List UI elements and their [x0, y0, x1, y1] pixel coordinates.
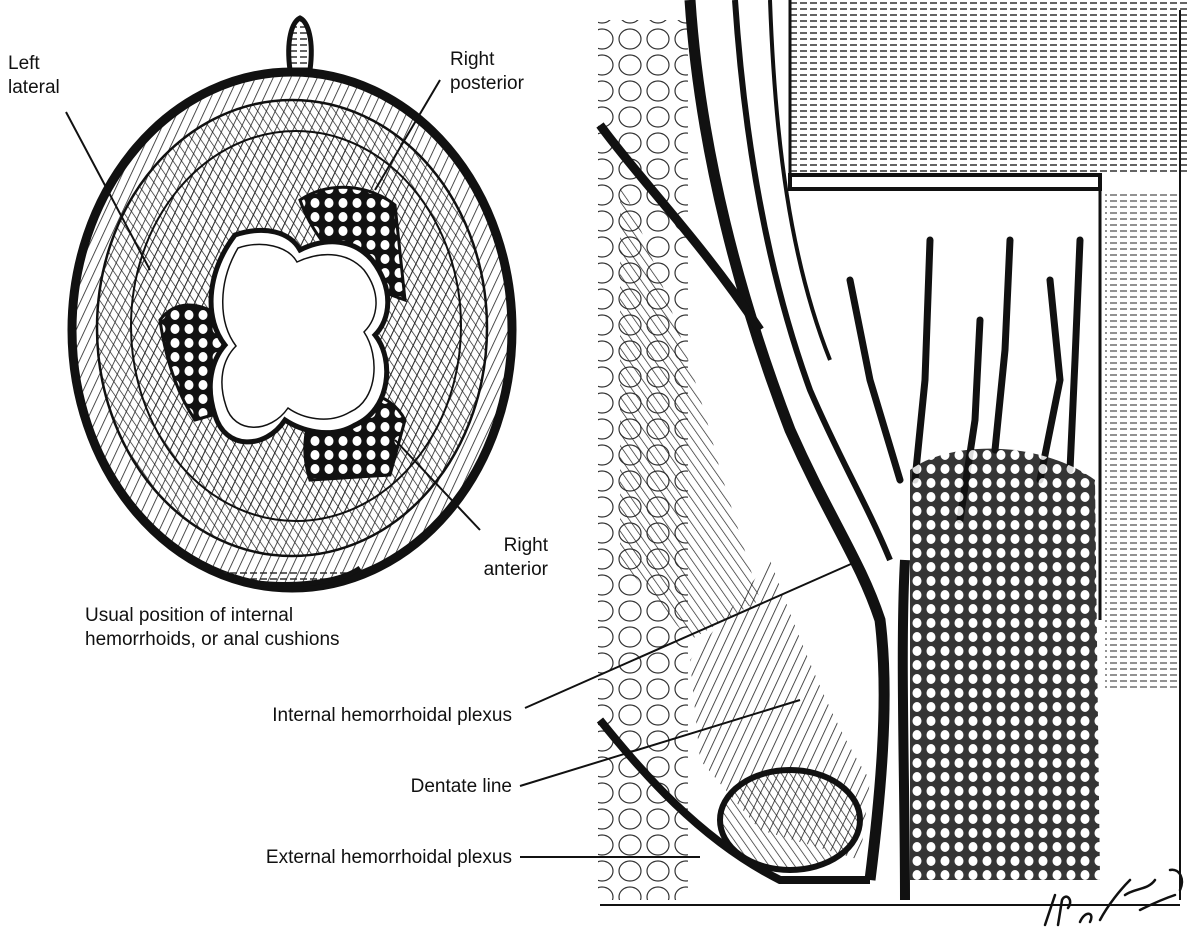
label-left-lateral-line1: Left [8, 52, 60, 76]
label-right-anterior: Right anterior [478, 534, 548, 582]
label-usual-position-line2: hemorrhoids, or anal cushions [85, 628, 340, 652]
label-right-posterior: Right posterior [450, 48, 524, 96]
label-dentate-line: Dentate line [250, 775, 512, 799]
label-internal-plexus: Internal hemorrhoidal plexus [150, 704, 512, 728]
artist-signature [1030, 850, 1200, 930]
label-right-posterior-line1: Right [450, 48, 524, 72]
label-right-posterior-line2: posterior [450, 72, 524, 96]
label-usual-position: Usual position of internal hemorrhoids, … [85, 604, 340, 652]
label-right-anterior-line2: anterior [478, 558, 548, 582]
internal-hemorrhoidal-plexus [910, 449, 1100, 880]
label-right-anterior-line1: Right [478, 534, 548, 558]
longitudinal-section-diagram [520, 0, 1190, 905]
cross-section-diagram [66, 18, 512, 588]
label-usual-position-line1: Usual position of internal [85, 604, 340, 628]
anal-lumen [210, 230, 388, 441]
label-external-plexus: External hemorrhoidal plexus [130, 846, 512, 870]
label-left-lateral-line2: lateral [8, 76, 60, 100]
label-left-lateral: Left lateral [8, 52, 60, 100]
